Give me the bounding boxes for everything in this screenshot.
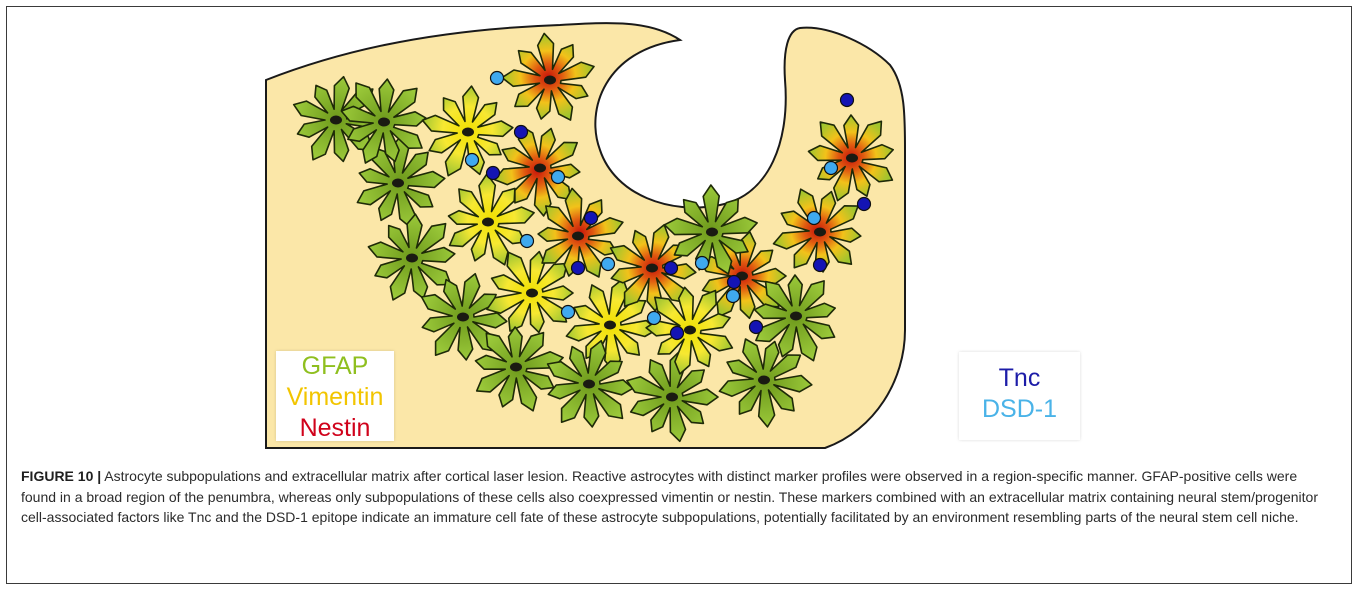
tnc-dot bbox=[858, 198, 871, 211]
nucleus bbox=[846, 154, 858, 163]
nucleus bbox=[604, 321, 616, 330]
tnc-dot bbox=[487, 167, 500, 180]
nucleus bbox=[583, 380, 595, 389]
legend-tnc: Tnc bbox=[959, 363, 1080, 394]
dsd1-dot bbox=[808, 212, 821, 225]
tnc-dot bbox=[841, 94, 854, 107]
tnc-dot bbox=[572, 262, 585, 275]
legend-vimentin: Vimentin bbox=[276, 382, 394, 413]
dsd1-dot bbox=[727, 290, 740, 303]
legend-nestin: Nestin bbox=[276, 413, 394, 444]
nucleus bbox=[646, 264, 658, 273]
dsd1-dot bbox=[552, 171, 565, 184]
dsd1-dot bbox=[562, 306, 575, 319]
nucleus bbox=[330, 116, 342, 125]
tnc-dot bbox=[665, 262, 678, 275]
tnc-dot bbox=[814, 259, 827, 272]
nucleus bbox=[378, 118, 390, 127]
nucleus bbox=[392, 179, 404, 188]
nucleus bbox=[510, 363, 522, 372]
tnc-dot bbox=[515, 126, 528, 139]
lesion-illustration bbox=[0, 0, 1358, 460]
tnc-dot bbox=[750, 321, 763, 334]
nucleus bbox=[758, 376, 770, 385]
tnc-dot bbox=[585, 212, 598, 225]
marker-legend: GFAP Vimentin Nestin bbox=[276, 351, 394, 441]
nucleus bbox=[814, 228, 826, 237]
nucleus bbox=[790, 312, 802, 321]
caption-label: FIGURE 10 | bbox=[21, 468, 101, 484]
dsd1-dot bbox=[648, 312, 661, 325]
dsd1-dot bbox=[491, 72, 504, 85]
dsd1-dot bbox=[602, 258, 615, 271]
nucleus bbox=[457, 313, 469, 322]
figure-caption: FIGURE 10 | Astrocyte subpopulations and… bbox=[21, 466, 1336, 528]
nucleus bbox=[526, 289, 538, 298]
dsd1-dot bbox=[466, 154, 479, 167]
nucleus bbox=[482, 218, 494, 227]
nucleus bbox=[706, 228, 718, 237]
tnc-dot bbox=[728, 276, 741, 289]
legend-gfap: GFAP bbox=[276, 351, 394, 382]
nucleus bbox=[572, 232, 584, 241]
nucleus bbox=[666, 393, 678, 402]
caption-text: Astrocyte subpopulations and extracellul… bbox=[21, 468, 1318, 525]
nucleus bbox=[544, 76, 556, 85]
legend-dsd1: DSD-1 bbox=[959, 394, 1080, 425]
nucleus bbox=[534, 164, 546, 173]
nucleus bbox=[462, 128, 474, 137]
dsd1-dot bbox=[825, 162, 838, 175]
dsd1-dot bbox=[696, 257, 709, 270]
dsd1-dot bbox=[521, 235, 534, 248]
nucleus bbox=[406, 254, 418, 263]
nucleus bbox=[684, 326, 696, 335]
ecm-legend: Tnc DSD-1 bbox=[959, 352, 1080, 440]
tnc-dot bbox=[671, 327, 684, 340]
